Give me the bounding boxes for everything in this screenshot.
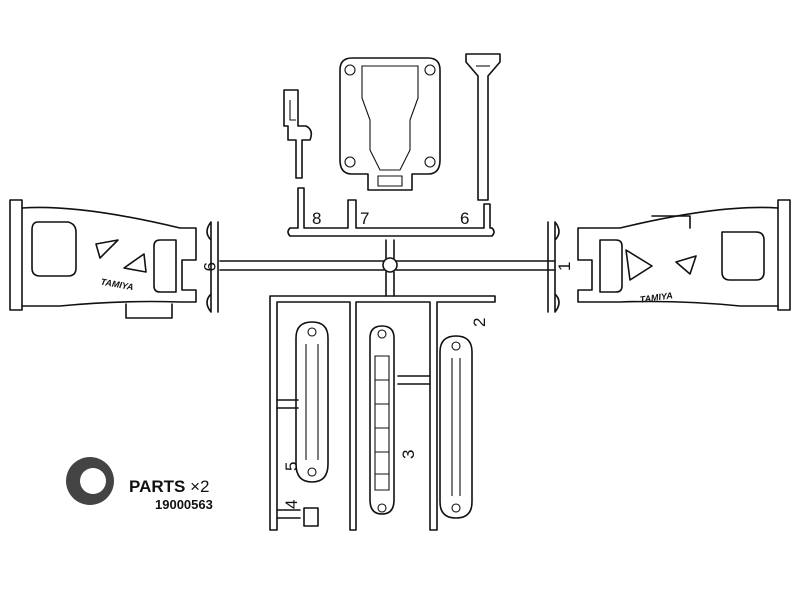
part-number-8: 8 — [312, 209, 321, 228]
part-number-4: 4 — [282, 500, 301, 509]
part-3-link — [369, 325, 395, 515]
part-2-link — [439, 335, 473, 519]
part-number-3: 3 — [399, 450, 418, 459]
part-number-6: 6 — [460, 209, 469, 228]
tamiya-logo-left: TAMIYA — [100, 277, 134, 293]
part-number-1: 1 — [555, 262, 574, 271]
runner-frame — [206, 187, 560, 531]
part-code: 19000563 — [155, 497, 213, 512]
part-number-2: 2 — [470, 318, 489, 327]
part-number-9: 9 — [200, 262, 219, 271]
part-6-strap — [465, 53, 501, 201]
part-4-spacer — [303, 507, 319, 527]
part-5-link — [295, 321, 329, 483]
part-8-bracket — [283, 89, 313, 179]
part-9-suspension-arm: TAMIYA — [9, 199, 197, 319]
parts-count: PARTS ×2 — [129, 477, 209, 497]
parts-label: PARTS — [129, 477, 186, 496]
part-7-gear-cover — [339, 57, 441, 191]
tree-letter-badge — [66, 457, 114, 505]
tamiya-logo-right: TAMIYA — [639, 290, 673, 305]
part-1-suspension-arm: TAMIYA — [577, 199, 791, 311]
parts-multiplier: ×2 — [190, 477, 210, 496]
part-number-7: 7 — [360, 209, 369, 228]
part-number-5: 5 — [282, 462, 301, 471]
